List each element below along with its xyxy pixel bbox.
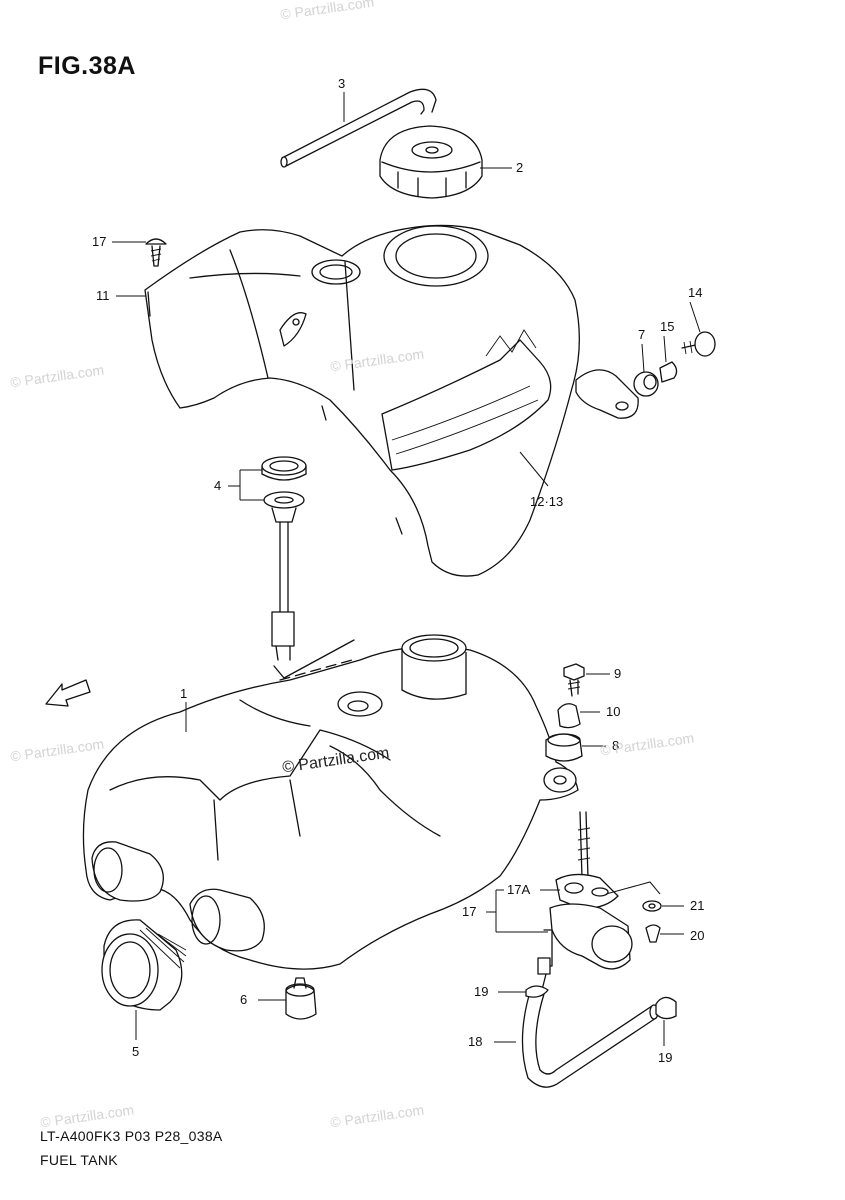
callout-18: 18: [468, 1034, 483, 1049]
callout-4: 4: [214, 478, 222, 493]
callout-10: 10: [606, 704, 621, 719]
collar-part-10: [557, 703, 581, 729]
callout-2: 2: [516, 160, 524, 175]
grommet-part-7: [633, 371, 659, 397]
leader-lines: [112, 92, 701, 1046]
callout-3: 3: [338, 76, 346, 91]
forward-direction-arrow: [45, 679, 91, 707]
bolt-part-14: [681, 331, 716, 357]
clip-part-19: [525, 985, 677, 1020]
model-code: LT-A400FK3 P03 P28_038A: [40, 1128, 223, 1144]
callout-12-13: 12·13: [530, 494, 564, 509]
washer-part-21: [642, 900, 662, 912]
callout-19-left: 19: [474, 984, 489, 999]
callout-5: 5: [132, 1044, 140, 1059]
screw-part-20: [645, 924, 661, 943]
tank-cover-part-11: [144, 224, 639, 577]
cushion-part-6: [285, 977, 317, 1020]
callout-9: 9: [614, 666, 622, 681]
callout-6: 6: [240, 992, 248, 1007]
fuel-tank-part-1: [82, 634, 579, 970]
callout-17: 17: [462, 904, 477, 919]
fuel-cap-part-2: [379, 125, 483, 199]
bolt-part-9: [563, 663, 585, 697]
collar-part-15: [659, 361, 678, 383]
callout-15: 15: [660, 319, 675, 334]
callout-8: 8: [612, 738, 620, 753]
fuel-gauge-part-4: [261, 456, 359, 691]
figure-title: FIG.38A: [38, 52, 136, 80]
fuel-valve-part-17: [537, 811, 633, 991]
callout-7: 7: [638, 327, 646, 342]
callout-21: 21: [690, 898, 705, 913]
callout-17a: 17A: [507, 882, 531, 897]
fuel-hose-part-18: [521, 989, 659, 1088]
protector-part-5: [101, 919, 187, 1011]
breather-hose-part-3: [280, 88, 437, 168]
callout-20: 20: [690, 928, 705, 943]
callout-19-right: 19: [658, 1050, 673, 1065]
callout-1: 1: [180, 686, 188, 701]
callout-16: 17: [92, 234, 107, 249]
cushion-part-8: [545, 733, 583, 762]
callout-14: 14: [688, 285, 703, 300]
callout-11: 11: [96, 288, 110, 303]
screw-part-16: [145, 238, 167, 267]
figure-caption: FUEL TANK: [40, 1152, 118, 1168]
